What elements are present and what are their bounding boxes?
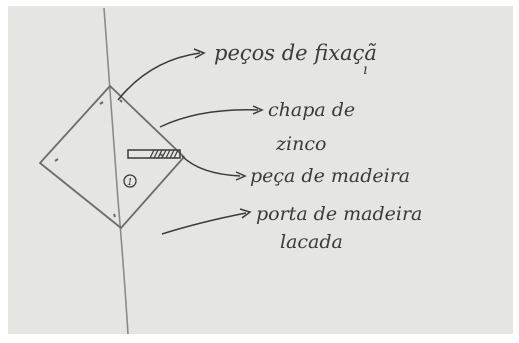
label-door-line2: lacada [280,231,343,253]
fixing-dot-top-right [119,99,123,103]
leader-zinc-sheet [159,109,259,128]
leader-wood-piece [181,155,241,177]
arrow-zinc-sheet [252,105,264,115]
vertical-guide-line [103,7,129,335]
arrow-wood-piece [235,171,247,181]
arrow-door [239,208,252,219]
paper-sheet [8,6,513,334]
label-fixing-pieces-mark: ı [363,62,367,78]
leader-door [161,212,247,235]
arrow-fixing-pieces [193,48,206,59]
label-fixing-pieces: peços de fixaçã [214,41,377,65]
label-zinc-sheet-line1: chapa de [268,99,355,121]
fixing-dot-left [54,158,59,162]
fixing-dot-bottom [113,213,116,218]
number-circle [123,174,137,188]
fixing-dot-top [99,101,104,105]
label-wood-piece: peça de madeira [250,165,410,187]
label-door-line1: porta de madeira [256,203,422,225]
label-zinc-sheet-line2: zinco [275,133,326,155]
leader-fixing-pieces [117,52,201,101]
circle-number-label: 1 [127,178,133,188]
wood-piece-hatching [149,149,179,159]
